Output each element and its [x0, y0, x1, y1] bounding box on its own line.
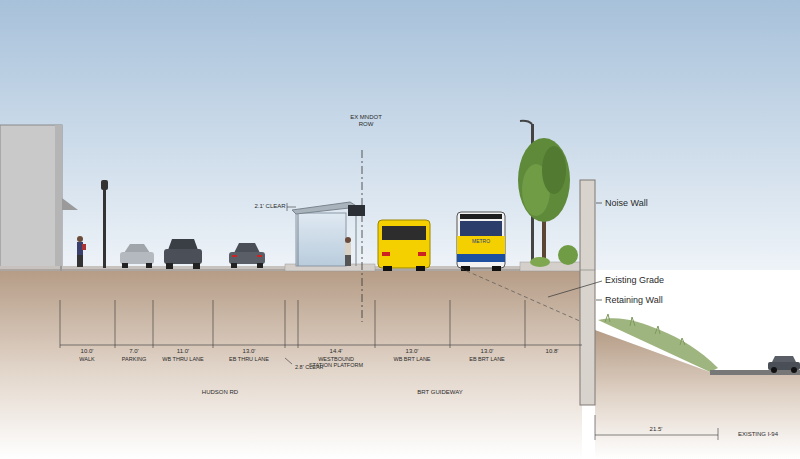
lane-name: EB BRT LANE [469, 356, 505, 362]
dimension-value: 21.5' [650, 426, 663, 433]
pedestrian [345, 237, 351, 266]
dimension-value: 10.8' [546, 348, 559, 355]
lane-name: WB THRU LANE [162, 356, 203, 362]
bus-front [457, 212, 505, 271]
car-icon [768, 356, 800, 373]
section-name: HUDSON RD [202, 389, 238, 396]
lamp-post [101, 180, 108, 268]
lane-name: EB THRU LANE [229, 356, 269, 362]
tree [518, 138, 570, 264]
pedestrian [77, 236, 86, 267]
station-shelter [292, 202, 365, 266]
lane-name: WALK [79, 356, 94, 362]
section-name: BRT GUIDEWAY [417, 389, 462, 396]
lane-name: PARKING [122, 356, 146, 362]
bus-logo: METRO [472, 239, 490, 245]
shrub [530, 245, 578, 267]
dimension-value: 13.0' [481, 348, 494, 355]
bus-rear [378, 220, 430, 271]
car-icon [120, 244, 154, 268]
lane-name: WB BRT LANE [393, 356, 430, 362]
callout-label: Existing Grade [605, 275, 664, 285]
dimension-value: 11.0' [177, 348, 189, 355]
dimension-value: 10.0' [81, 348, 94, 355]
callout-label: Noise Wall [605, 198, 648, 208]
boundary-label: EX MNDOT ROW [349, 114, 383, 128]
dimension-value: 13.0' [406, 348, 419, 355]
dimension-value: 14.4' [330, 348, 343, 355]
dimension-value: 13.0' [243, 348, 256, 355]
car-icon [229, 243, 265, 268]
callout-label: Retaining Wall [605, 295, 663, 305]
section-name: EXISTING I-94 [738, 431, 778, 438]
car-icon [164, 239, 202, 269]
clearance-dim: 2.1' CLEAR [254, 203, 285, 210]
clearance-dim: 2.8' CLEAR [295, 364, 324, 370]
dimension-value: 7.0' [129, 348, 139, 355]
